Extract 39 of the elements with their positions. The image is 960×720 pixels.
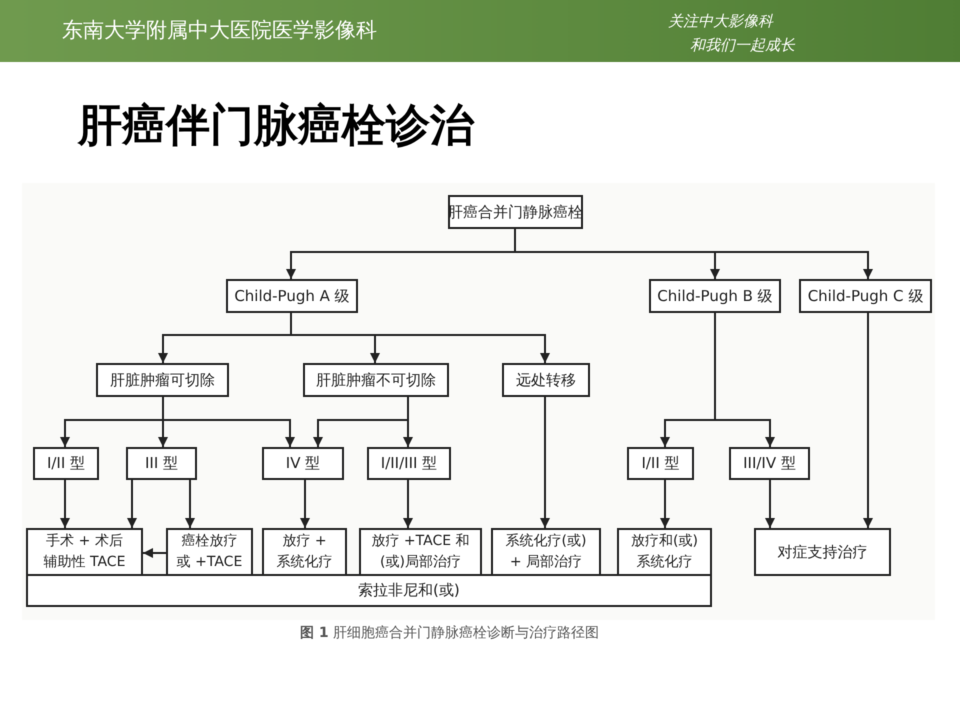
arrow — [863, 313, 873, 528]
process-box: Child-Pugh C 级 — [799, 279, 932, 313]
arrow — [127, 480, 137, 528]
process-box: 肝癌合并门静脉癌栓 — [448, 195, 583, 229]
arrow — [765, 480, 775, 528]
process-box: 系统化疗(或)+ 局部治疗 — [491, 528, 601, 576]
header-text: 东南大学附属中大医院医学影像科 — [62, 17, 377, 44]
arrow — [162, 397, 295, 447]
process-box: I/II/III 型 — [367, 447, 451, 480]
process-box: 手术 + 术后辅助性 TACE — [26, 528, 143, 576]
process-box: 放疗 +TACE 和(或)局部治疗 — [359, 528, 482, 576]
process-box: Child-Pugh B 级 — [649, 279, 781, 313]
process-box: I/II 型 — [33, 447, 99, 480]
arrow — [403, 480, 413, 528]
process-box: 对症支持治疗 — [754, 528, 891, 576]
process-box: Child-Pugh A 级 — [226, 279, 358, 313]
treatment-band: 索拉非尼和(或) — [26, 574, 712, 607]
arrow — [540, 397, 550, 528]
arrow — [60, 480, 70, 528]
arrow — [300, 480, 310, 528]
process-box: 肝脏肿瘤可切除 — [96, 363, 229, 397]
process-box: I/II 型 — [627, 447, 694, 480]
slogan-text: 和我们一起成长 — [690, 36, 795, 55]
arrow — [290, 313, 550, 363]
process-box: IV 型 — [262, 447, 344, 480]
arrow — [660, 480, 670, 528]
arrow — [185, 480, 195, 528]
process-box: 肝脏肿瘤不可切除 — [303, 363, 449, 397]
arrow — [143, 548, 166, 558]
arrow — [514, 229, 873, 279]
slide-title: 肝癌伴门脉癌栓诊治 — [78, 99, 474, 153]
slogan-text: 关注中大影像科 — [668, 12, 773, 31]
process-box: 放疗和(或)系统化疗 — [617, 528, 712, 576]
process-box: 远处转移 — [502, 363, 590, 397]
process-box: III 型 — [126, 447, 197, 480]
figure-caption: 图 1 肝细胞癌合并门静脉癌栓诊断与治疗路径图 — [300, 624, 600, 642]
process-box: 癌栓放疗或 +TACE — [166, 528, 253, 576]
process-box: 放疗 +系统化疗 — [262, 528, 347, 576]
process-box: III/IV 型 — [729, 447, 810, 480]
